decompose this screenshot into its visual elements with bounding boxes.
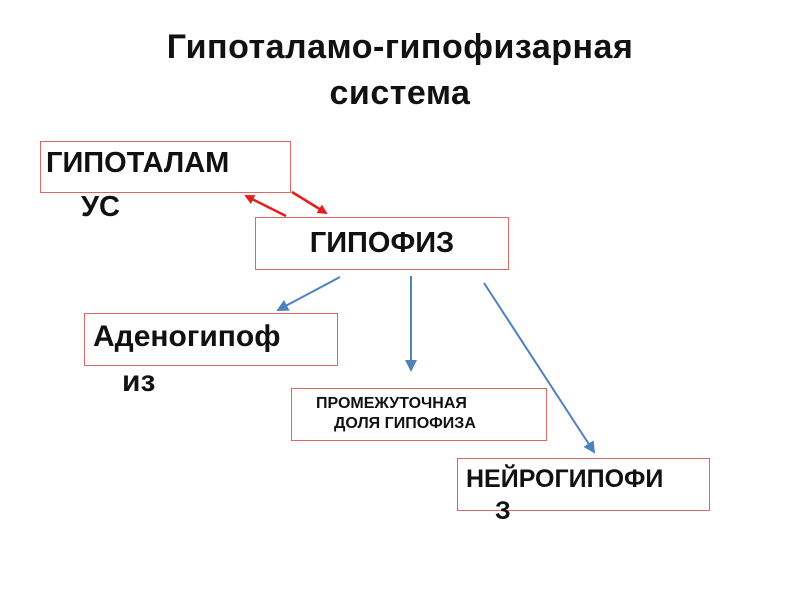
adenohypophysis-label-line-2: из [122, 365, 156, 398]
adenohypophysis-label-line-1: Аденогипоф [93, 320, 281, 353]
title-line-2: система [329, 74, 471, 112]
title-line-1: Гипоталамо-гипофизарная [166, 28, 634, 66]
hypophysis-box [255, 217, 509, 270]
arrow-hypothalamus-to-hypophysis [291, 190, 328, 215]
hypothalamus-label-line-2: УС [81, 191, 120, 223]
hypothalamus-box [40, 141, 291, 193]
intermediate-lobe-label-line-2: ДОЛЯ ГИПОФИЗА [334, 415, 476, 432]
arrow-hypophysis-to-adenohypophysis [276, 276, 341, 311]
intermediate-lobe-label-line-1: ПРОМЕЖУТОЧНАЯ [316, 395, 467, 412]
adenohypophysis-box [84, 313, 338, 366]
arrow-hypophysis-to-neurohypophysis [483, 282, 596, 454]
neurohypophysis-label-line-1: НЕЙРОГИПОФИ [466, 465, 664, 493]
neurohypophysis-label-line-2: З [495, 497, 511, 525]
hypothalamus-label-line-1: ГИПОТАЛАМ [46, 147, 230, 179]
intermediate-lobe-box [291, 388, 547, 441]
diagram-title: Гипоталамо-гипофизарная система [0, 24, 800, 116]
arrow-hypophysis-to-hypothalamus [244, 194, 287, 218]
neurohypophysis-box [457, 458, 710, 511]
hypophysis-label: ГИПОФИЗ [309, 227, 455, 259]
